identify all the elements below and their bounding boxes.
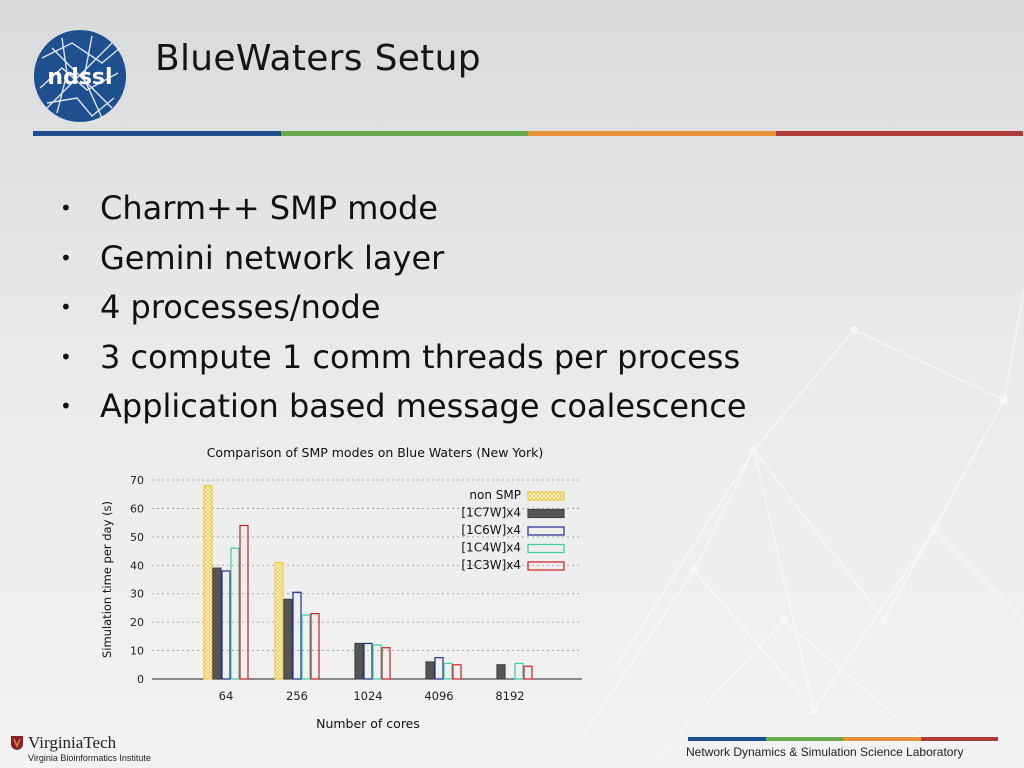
footer-segment-orange xyxy=(843,737,921,741)
bar-[1C6W]x4 xyxy=(292,591,302,680)
bar-[1C7W]x4 xyxy=(496,664,506,680)
bullet-list: •Charm++ SMP mode •Gemini network layer … xyxy=(60,184,747,432)
y-axis-label: Simulation time per day (s) xyxy=(100,501,114,658)
bullet-dot: • xyxy=(60,196,72,220)
bullet-item: • Gemini network layer xyxy=(60,234,747,284)
legend-label: non SMP xyxy=(469,488,521,502)
x-tick-label: 1024 xyxy=(353,689,382,703)
vt-subtitle: Virginia Bioinformatics Institute xyxy=(28,753,151,763)
bar-[1C3W]x4 xyxy=(523,665,533,680)
divider-segment-orange xyxy=(528,131,776,136)
smp-modes-bar-chart: Comparison of SMP modes on Blue Waters (… xyxy=(100,445,582,731)
bar-[1C7W]x4 xyxy=(212,567,222,680)
bar-[1C3W]x4 xyxy=(381,647,391,680)
y-tick-label: 50 xyxy=(130,531,144,544)
bullet-item: • Charm++ SMP mode xyxy=(60,184,747,234)
legend-label: [1C3W]x4 xyxy=(461,558,521,572)
bar-[1C6W]x4 xyxy=(221,570,231,680)
divider-segment-blue xyxy=(33,131,281,136)
divider-segment-red xyxy=(775,131,1023,136)
bullet-text: Application based message coalescence xyxy=(100,387,747,425)
bar-non SMP xyxy=(203,485,213,680)
bar-[1C6W]x4 xyxy=(363,642,373,680)
bullet-item: • 4 processes/node xyxy=(60,283,747,333)
footer-segment-green xyxy=(765,737,843,741)
footer-segment-blue xyxy=(688,737,766,741)
bar-[1C7W]x4 xyxy=(354,642,364,680)
y-tick-label: 60 xyxy=(130,502,144,515)
logo-text: ndssl xyxy=(47,65,112,90)
y-tick-label: 70 xyxy=(130,474,144,487)
bar-[1C4W]x4 xyxy=(514,662,524,680)
bullet-text: Charm++ SMP mode xyxy=(100,189,438,227)
chart-title: Comparison of SMP modes on Blue Waters (… xyxy=(207,445,544,460)
y-tick-label: 30 xyxy=(130,588,144,601)
bullet-text: 4 processes/node xyxy=(100,288,381,326)
bar-[1C3W]x4 xyxy=(310,613,320,680)
legend-label: [1C4W]x4 xyxy=(461,541,521,555)
y-tick-label: 0 xyxy=(137,673,144,686)
bullet-dot: • xyxy=(60,295,72,319)
y-tick-label: 10 xyxy=(130,645,144,658)
x-tick-label: 8192 xyxy=(495,689,524,703)
x-tick-label: 256 xyxy=(286,689,308,703)
footer-lab-name: Network Dynamics & Simulation Science La… xyxy=(686,745,964,759)
vt-name: VirginiaTech xyxy=(28,733,117,752)
bullet-item: • 3 compute 1 comm threads per process xyxy=(60,333,747,383)
legend-swatch xyxy=(527,508,565,519)
background-network-pattern xyxy=(573,289,1024,761)
bar-[1C4W]x4 xyxy=(230,547,240,680)
bullet-dot: • xyxy=(60,394,72,418)
bar-[1C3W]x4 xyxy=(239,524,249,680)
legend-label: [1C7W]x4 xyxy=(461,506,521,520)
divider-segment-green xyxy=(280,131,528,136)
legend-swatch xyxy=(527,491,565,501)
ndssl-logo: ndssl xyxy=(34,30,126,122)
bar-[1C7W]x4 xyxy=(425,661,435,680)
legend-label: [1C6W]x4 xyxy=(461,523,521,537)
bar-non SMP xyxy=(274,561,284,680)
footer-segment-red xyxy=(920,737,998,741)
legend-swatch xyxy=(527,561,565,571)
legend-swatch xyxy=(527,543,565,554)
bar-[1C4W]x4 xyxy=(443,662,453,680)
y-tick-label: 20 xyxy=(130,616,144,629)
bullet-text: Gemini network layer xyxy=(100,238,445,277)
bullet-text: 3 compute 1 comm threads per process xyxy=(100,337,741,376)
bar-[1C4W]x4 xyxy=(301,614,311,680)
bar-[1C3W]x4 xyxy=(452,664,462,680)
x-axis-label: Number of cores xyxy=(316,716,420,731)
slide-title: BlueWaters Setup xyxy=(155,38,481,79)
bar-[1C4W]x4 xyxy=(372,644,382,680)
x-tick-label: 4096 xyxy=(424,689,453,703)
bar-[1C6W]x4 xyxy=(434,657,444,680)
legend-swatch xyxy=(527,526,565,536)
bar-[1C7W]x4 xyxy=(283,598,293,680)
title-divider xyxy=(33,131,1023,136)
y-tick-label: 40 xyxy=(130,559,144,572)
footer-divider xyxy=(688,737,998,741)
bullet-dot: • xyxy=(60,245,72,270)
bullet-item: • Application based message coalescence xyxy=(60,382,747,432)
x-tick-label: 64 xyxy=(219,689,234,703)
bullet-dot: • xyxy=(60,344,72,369)
vt-shield-icon xyxy=(11,736,23,750)
